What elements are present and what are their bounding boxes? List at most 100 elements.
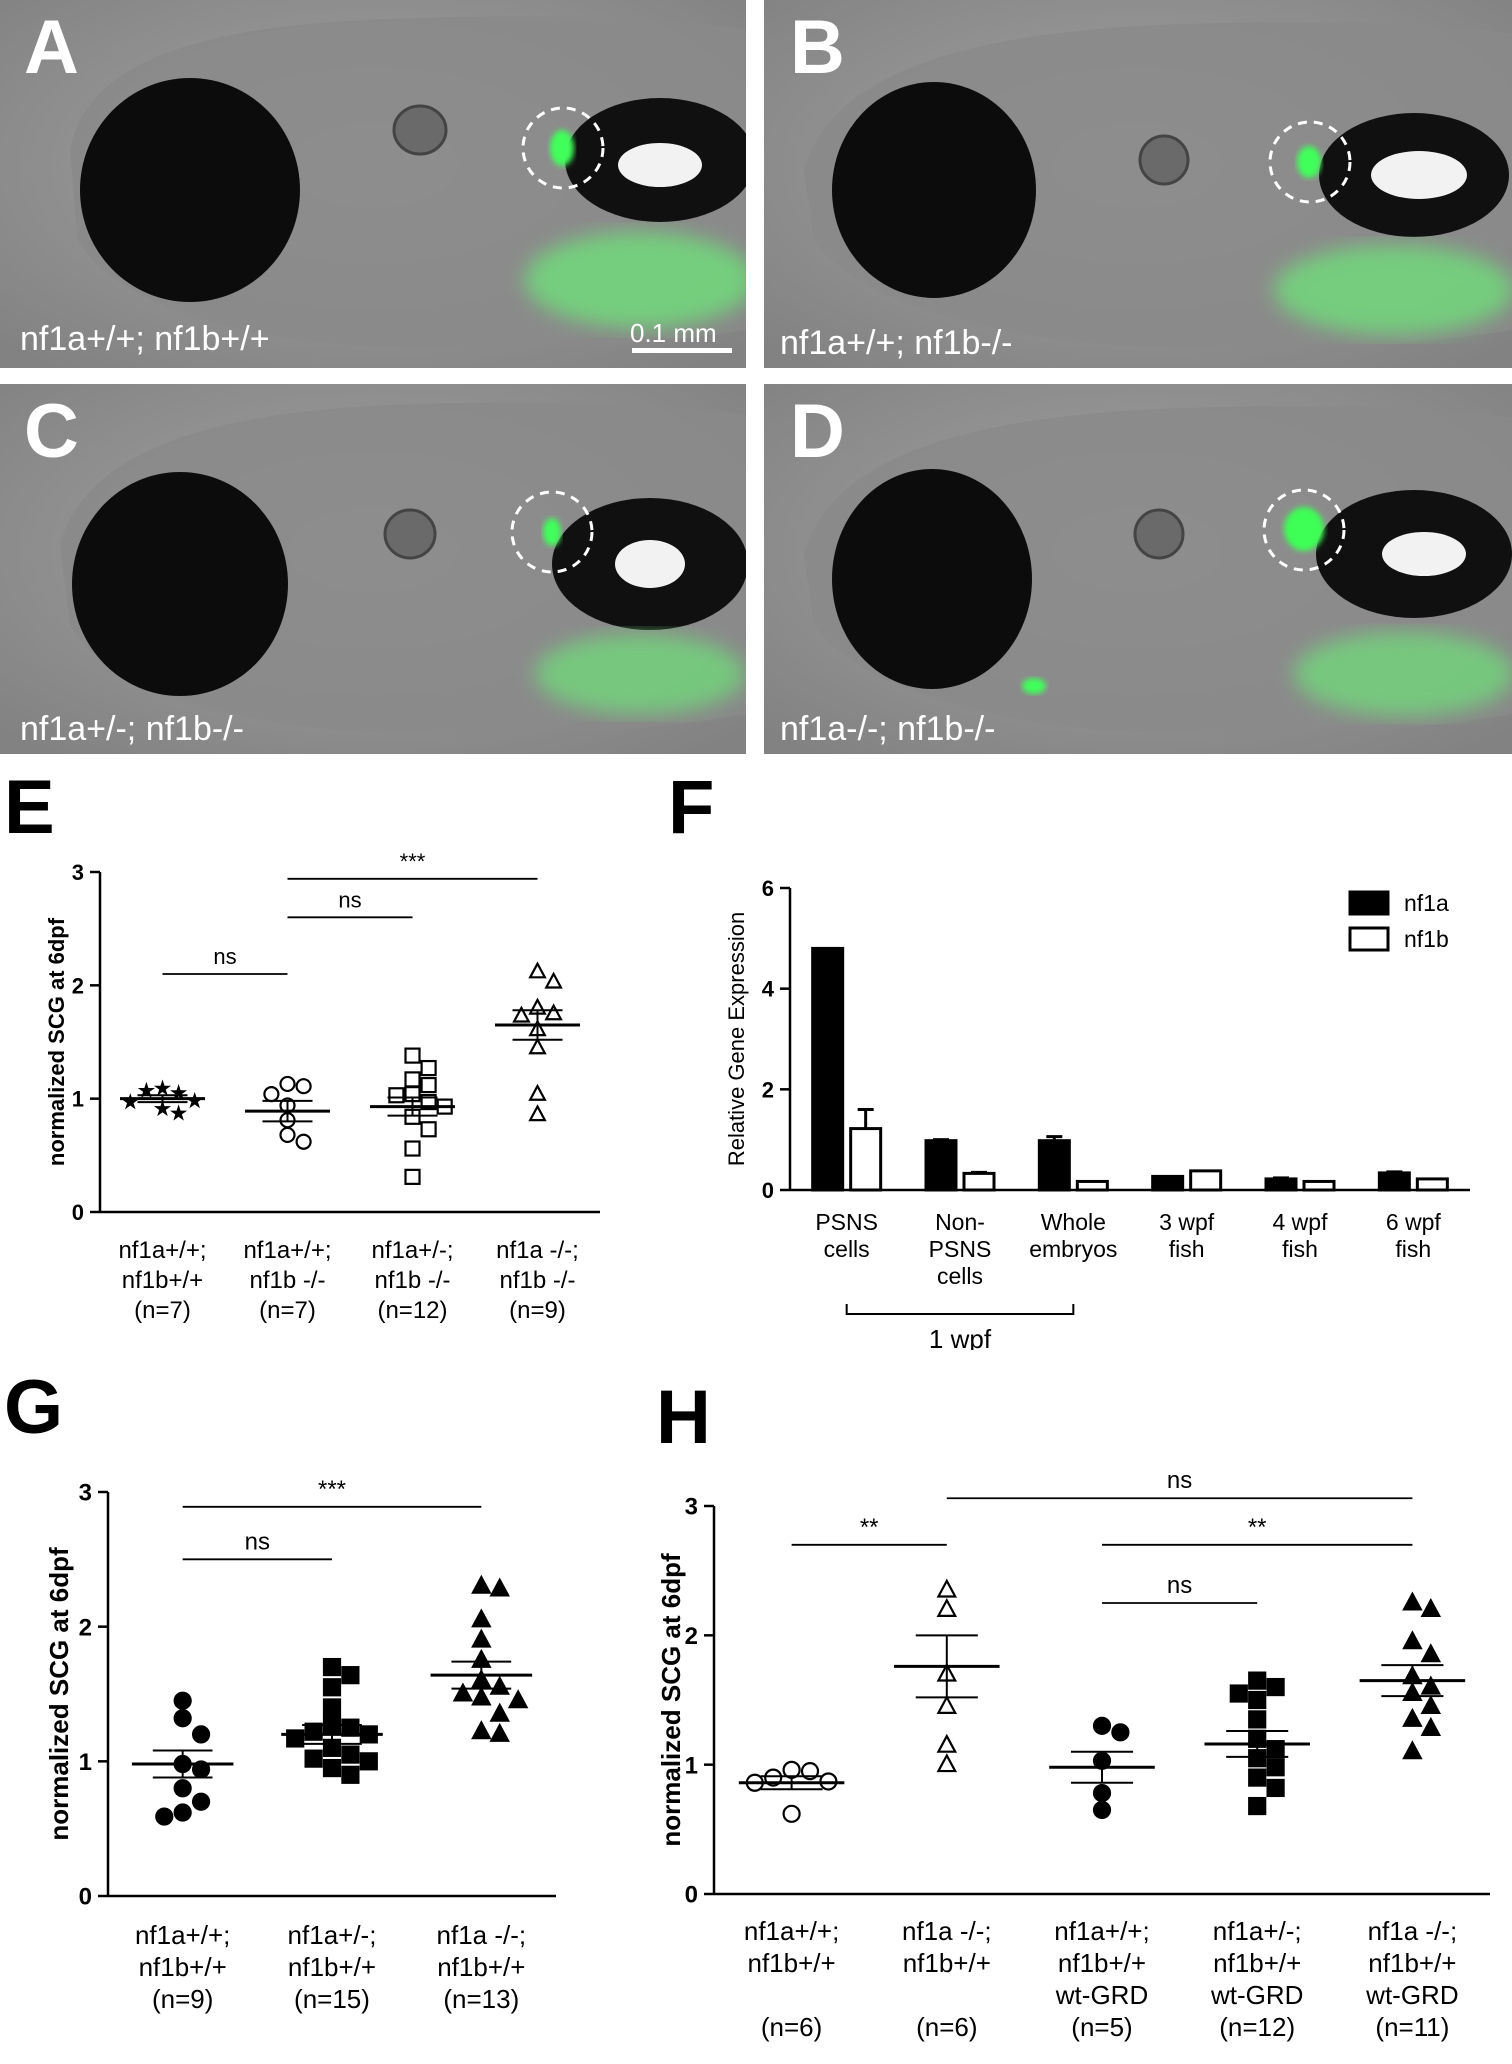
data-point: [528, 1037, 547, 1055]
significance-label: **: [1248, 1514, 1267, 1541]
data-point: [304, 1722, 323, 1741]
genotype-label-b: nf1a+/+; nf1b-/-: [780, 324, 1013, 362]
panel-letter-a: A: [24, 5, 79, 90]
x-category-label: nf1b+/+: [1368, 1948, 1456, 1978]
data-point: [341, 1745, 360, 1764]
panel-letter-h: H: [656, 1375, 711, 1460]
data-point: [420, 1076, 437, 1094]
data-point: [404, 1071, 421, 1088]
x-category-label: (n=12): [1219, 2012, 1295, 2042]
genotype-label-d: nf1a-/-; nf1b-/-: [780, 710, 996, 748]
legend-swatch-nf1a: [1348, 890, 1390, 916]
data-point: [1248, 1710, 1267, 1729]
data-point: [137, 1081, 155, 1099]
x-category-label: (n=9): [509, 1297, 566, 1324]
x-category-label: nf1a -/-;: [496, 1237, 579, 1264]
x-category-label: nf1b -/-: [499, 1267, 575, 1294]
data-point: [359, 1752, 378, 1771]
x-category-label: nf1b+/+: [437, 1952, 525, 1982]
data-point: [1266, 1778, 1285, 1798]
x-category-label: (n=11): [1375, 2012, 1449, 2042]
data-point: [544, 971, 563, 989]
larva-image-c: [0, 384, 746, 754]
data-point: [153, 1079, 172, 1096]
y-axis-label: normalized SCG at 6dpf: [44, 1547, 74, 1841]
x-category-label: (n=7): [134, 1297, 191, 1324]
data-point: [544, 1003, 563, 1021]
group-bracket-label: 1 wpf: [929, 1324, 992, 1350]
data-point: [507, 1689, 529, 1709]
x-category-label: nf1b+/+: [122, 1267, 203, 1294]
data-point: [173, 1779, 192, 1798]
data-point: [295, 1133, 312, 1150]
data-point: [404, 1168, 421, 1185]
data-point: [1248, 1690, 1267, 1710]
data-point: [528, 1083, 547, 1101]
data-point: [1248, 1671, 1267, 1690]
larva-image-b: [764, 0, 1512, 368]
data-point: [173, 1691, 192, 1710]
data-point: [191, 1792, 211, 1811]
x-category-label: nf1a+/+;: [243, 1237, 331, 1264]
data-point: [936, 1578, 958, 1598]
bar-nf1b: [962, 1171, 996, 1192]
x-category-label: nf1b+/+: [139, 1952, 227, 1982]
y-tick-label: 6: [762, 876, 774, 901]
data-point: [800, 1762, 820, 1781]
y-tick-label: 2: [72, 973, 84, 998]
x-category-label: nf1a+/+;: [744, 1916, 839, 1946]
y-axis-label: normalized SCG at 6dpf: [44, 917, 69, 1166]
panel-letter-g: G: [4, 1365, 64, 1450]
x-category-label: nf1a+/+;: [1054, 1916, 1149, 1946]
data-point: [420, 1121, 437, 1138]
bar-nf1a: [811, 946, 845, 1192]
data-point: [1229, 1684, 1248, 1703]
x-category-label: nf1a+/-;: [288, 1920, 377, 1950]
significance-label: ***: [400, 850, 426, 874]
x-category-label: (n=6): [916, 2012, 977, 2042]
y-tick-label: 0: [72, 1200, 84, 1225]
micrograph-d: D nf1a-/-; nf1b-/-: [764, 384, 1512, 754]
data-point: [191, 1725, 211, 1744]
x-category-label: nf1a+/-;: [371, 1237, 453, 1264]
data-point: [155, 1807, 174, 1826]
data-point: [471, 1628, 492, 1648]
x-category-label: nf1b+/+: [1213, 1948, 1301, 1978]
y-axis-label: Relative Gene Expression: [724, 912, 749, 1166]
bar-nf1a: [1037, 1139, 1071, 1192]
data-point: [452, 1682, 474, 1702]
x-category-label: cells: [937, 1263, 983, 1289]
x-category-label: nf1a -/-;: [1368, 1916, 1458, 1946]
panel-letter-f: F: [668, 765, 715, 850]
panel-letter-c: C: [24, 389, 79, 474]
bar-nf1b: [1189, 1169, 1223, 1192]
x-category-label: PSNS: [929, 1236, 992, 1262]
x-category-label: Whole: [1041, 1209, 1106, 1235]
y-tick-label: 1: [72, 1087, 84, 1112]
y-tick-label: 2: [685, 1623, 698, 1650]
y-tick-label: 0: [762, 1178, 774, 1203]
x-category-label: nf1a+/-;: [1213, 1916, 1302, 1946]
group-bracket: [845, 1304, 1075, 1315]
data-point: [1420, 1675, 1442, 1695]
significance-label: **: [860, 1514, 879, 1541]
x-category-label: Non-: [935, 1209, 985, 1235]
data-point: [528, 961, 547, 979]
x-category-label: embryos: [1029, 1236, 1117, 1262]
data-point: [388, 1087, 405, 1104]
panel-letter-b: B: [790, 5, 845, 90]
x-category-label: nf1b+/+: [903, 1948, 991, 1978]
bar-nf1a: [1264, 1177, 1298, 1192]
y-tick-label: 1: [685, 1752, 698, 1779]
data-point: [322, 1678, 342, 1697]
panel-letter-e: E: [4, 765, 55, 850]
x-category-label: (n=13): [443, 1984, 519, 2014]
data-point: [304, 1749, 323, 1768]
data-point: [420, 1059, 437, 1077]
x-category-label: 4 wpf: [1273, 1209, 1329, 1235]
data-point: [1092, 1800, 1112, 1820]
x-category-label: nf1b+/+: [288, 1952, 376, 1982]
legend-label-nf1b: nf1b: [1404, 926, 1449, 952]
data-point: [489, 1675, 510, 1695]
